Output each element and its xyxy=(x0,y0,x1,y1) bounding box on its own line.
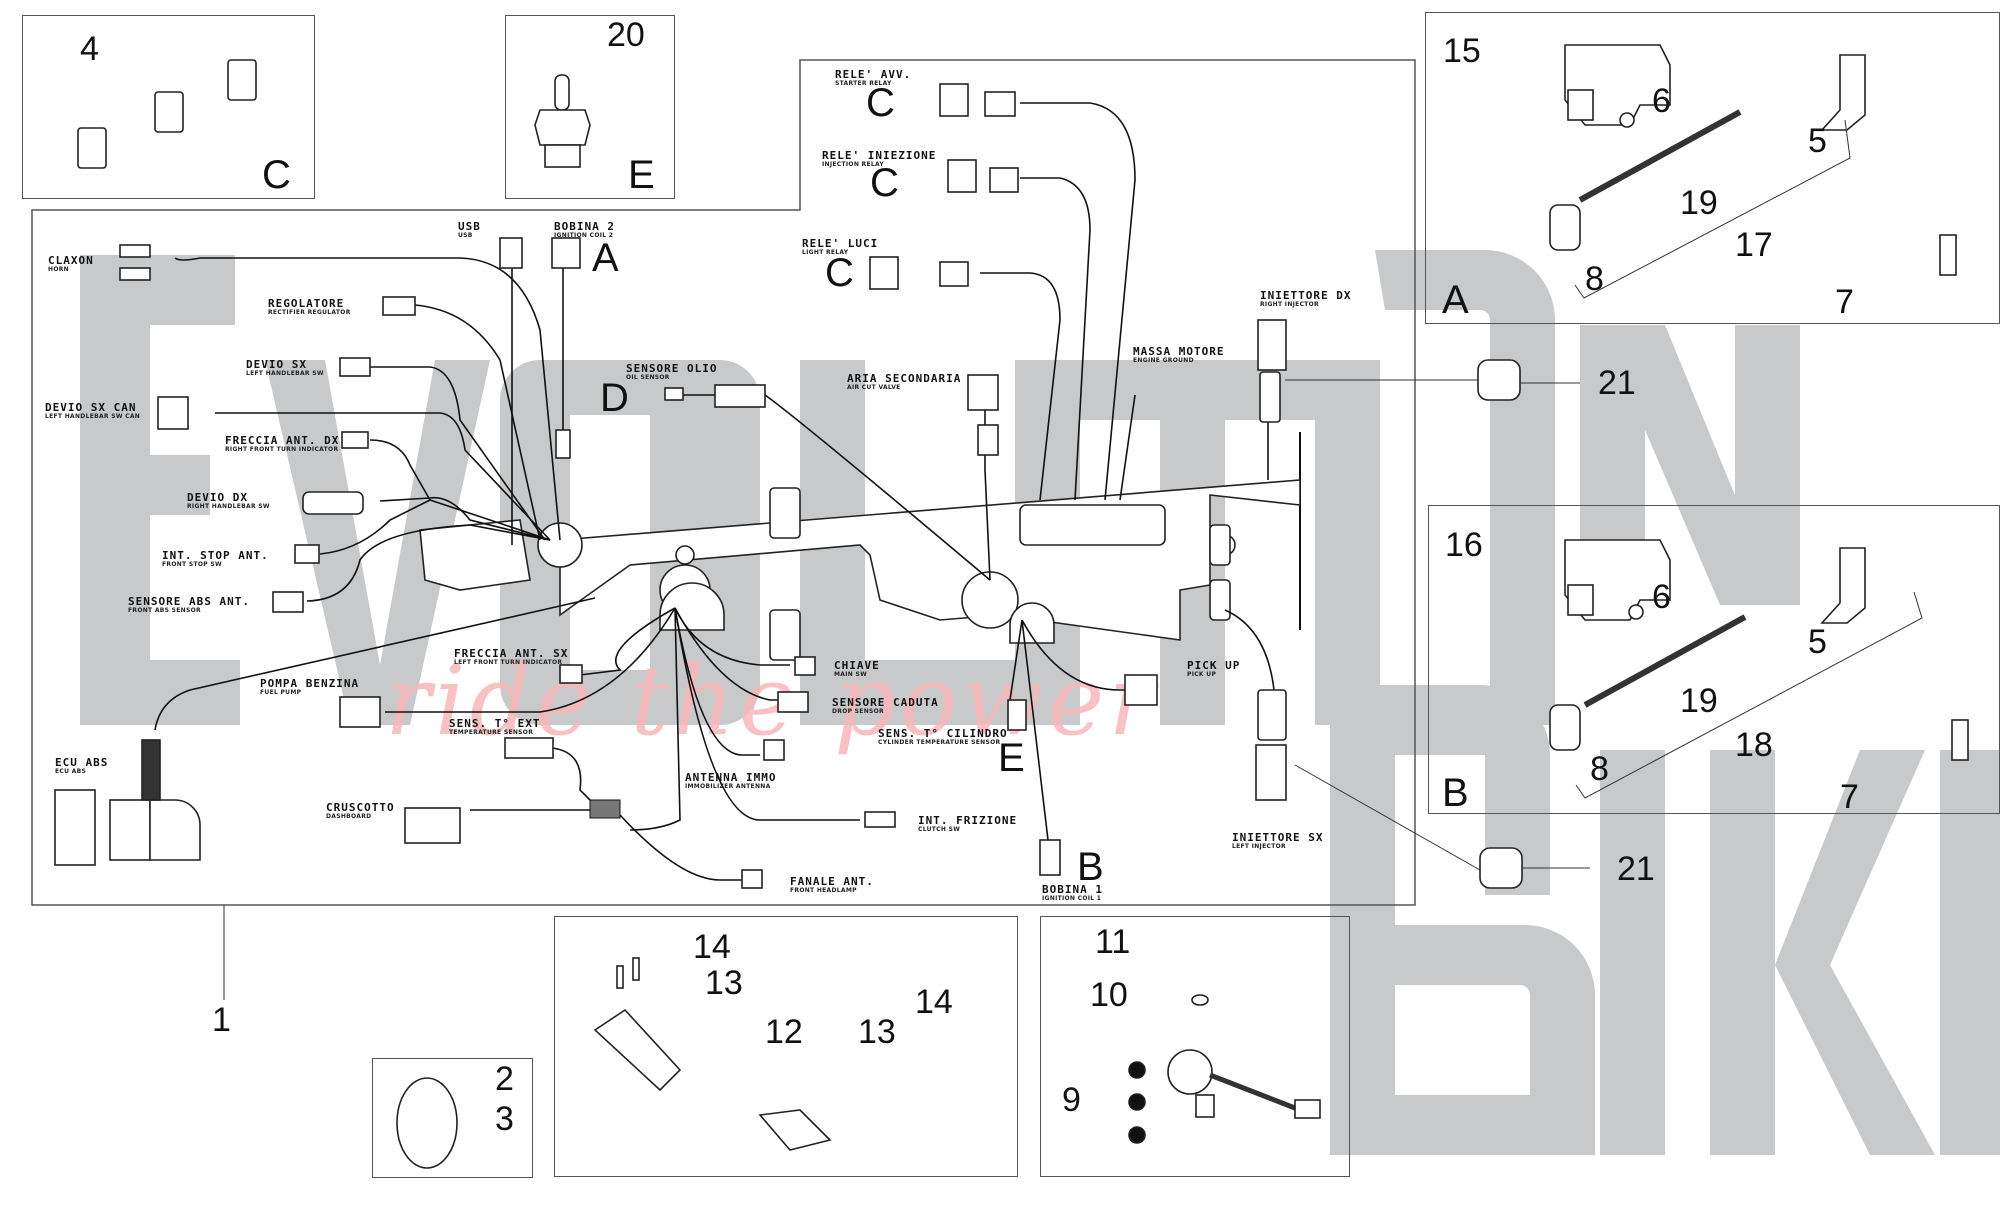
ref-letter-b-bobina1: B xyxy=(1077,845,1104,889)
callout-4: 4 xyxy=(80,30,99,68)
callout-7-b: 7 xyxy=(1840,778,1859,816)
temp-sensor-detail-box xyxy=(505,15,675,199)
callout-2: 2 xyxy=(495,1060,514,1098)
label-fanale-ant: FANALE ANT.FRONT HEADLAMP xyxy=(790,875,874,894)
clamp-detail-box xyxy=(372,1058,533,1178)
callout-1: 1 xyxy=(212,1001,231,1039)
callout-17: 17 xyxy=(1735,226,1773,264)
callout-18: 18 xyxy=(1735,726,1773,764)
relays-detail-box xyxy=(22,15,315,199)
callout-14-b: 14 xyxy=(915,983,953,1021)
bracket-detail-box xyxy=(554,916,1018,1177)
callout-13-a: 13 xyxy=(705,964,743,1002)
label-int-stop-ant: INT. STOP ANT.FRONT STOP SW xyxy=(162,549,269,568)
callout-5-a: 5 xyxy=(1808,122,1827,160)
ref-letter-c-rele-iniezione: C xyxy=(870,161,899,205)
coil-b-detail-box xyxy=(1428,505,2000,814)
ecu-abs-connector xyxy=(54,739,201,866)
ref-letter-d-olio: D xyxy=(600,376,629,420)
callout-8-b: 8 xyxy=(1590,750,1609,788)
callout-19-b: 19 xyxy=(1680,682,1718,720)
callout-11: 11 xyxy=(1095,923,1131,961)
ref-letter-c-box: C xyxy=(262,153,291,197)
label-sensore-abs-ant: SENSORE ABS ANT.FRONT ABS SENSOR xyxy=(128,595,250,614)
ref-letter-e-cilindro: E xyxy=(998,736,1025,780)
callout-20: 20 xyxy=(607,16,645,54)
ref-letter-c-rele-avv: C xyxy=(866,81,895,125)
coil-a-detail-box xyxy=(1425,12,2000,324)
callout-21-bottom: 21 xyxy=(1617,850,1655,888)
callout-8-a: 8 xyxy=(1585,260,1604,298)
callout-6-b: 6 xyxy=(1652,578,1671,616)
harness-frame xyxy=(31,59,1416,906)
callout-5-b: 5 xyxy=(1808,623,1827,661)
label-rele-avv: RELE' AVV.STARTER RELAY xyxy=(835,68,912,87)
ref-letter-c-rele-luci: C xyxy=(825,251,854,295)
ref-letter-b-box: B xyxy=(1442,771,1469,815)
ref-letter-a-bobina2: A xyxy=(592,236,619,280)
callout-6-a: 6 xyxy=(1652,82,1671,120)
callout-21-top: 21 xyxy=(1598,364,1636,402)
callout-15: 15 xyxy=(1443,32,1481,70)
ref-letter-e-box: E xyxy=(628,153,655,197)
callout-14-a: 14 xyxy=(693,928,731,966)
callout-16: 16 xyxy=(1445,526,1483,564)
callout-3: 3 xyxy=(495,1100,514,1138)
ref-letter-a-box: A xyxy=(1442,278,1469,322)
mounting-plate xyxy=(559,479,1301,661)
callout-19-a: 19 xyxy=(1680,184,1718,222)
callout-13-b: 13 xyxy=(858,1013,896,1051)
callout-10: 10 xyxy=(1090,976,1128,1014)
callout-9: 9 xyxy=(1062,1081,1081,1119)
tilt-sensor-detail-box xyxy=(1040,916,1350,1177)
callout-12: 12 xyxy=(765,1013,803,1051)
callout-7-a: 7 xyxy=(1835,283,1854,321)
